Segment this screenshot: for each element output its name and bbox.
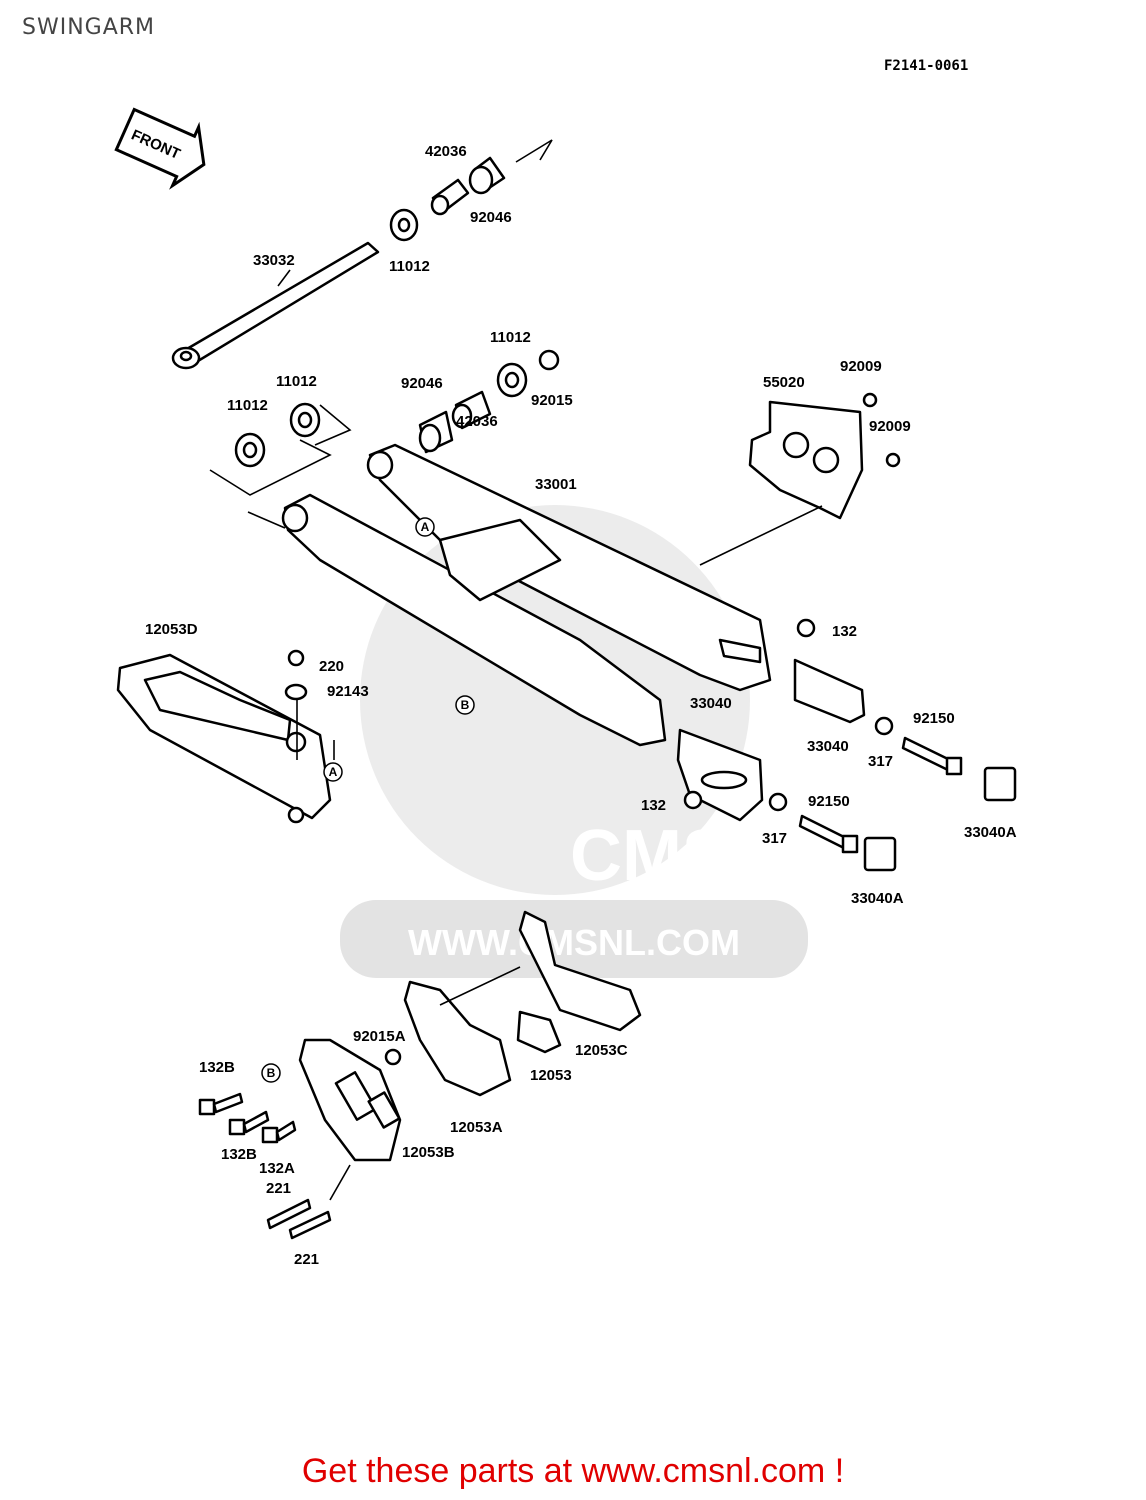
part-label: 132B bbox=[221, 1146, 257, 1163]
part-label: 92150 bbox=[913, 710, 955, 727]
part-label: 92009 bbox=[869, 418, 911, 435]
reference-mark: A bbox=[421, 520, 430, 534]
part-label: 92015 bbox=[531, 392, 573, 409]
part-label: 33040 bbox=[807, 738, 849, 755]
adjuster-bolt-part bbox=[284, 618, 963, 854]
part-label: 11012 bbox=[276, 373, 317, 390]
part-label: 317 bbox=[868, 753, 893, 770]
part-label: 42036 bbox=[425, 143, 467, 160]
part-label: 11012 bbox=[490, 329, 531, 346]
part-label: 132A bbox=[259, 1160, 295, 1177]
chain-guard-plate bbox=[748, 392, 901, 520]
part-label: 92046 bbox=[470, 209, 512, 226]
reference-mark: A bbox=[329, 765, 338, 779]
part-label: 33040 bbox=[690, 695, 732, 712]
reference-marks bbox=[261, 517, 475, 1083]
figure-code: F2141-0061 bbox=[884, 58, 969, 74]
part-labels: 42036 92046 11012 33032 11012 92015 9204… bbox=[145, 143, 1017, 1268]
swingarm-parts-diagram: CMS WWW.CMSNL.COM FRONT bbox=[114, 107, 1017, 1268]
part-label: 317 bbox=[762, 830, 787, 847]
part-label: 92015A bbox=[353, 1028, 406, 1045]
part-label: 221 bbox=[294, 1251, 319, 1268]
part-label: 12053A bbox=[450, 1119, 503, 1136]
page-title: SWINGARM bbox=[22, 15, 156, 40]
part-label: 132B bbox=[199, 1059, 235, 1076]
chain-guide-assembly bbox=[298, 910, 642, 1162]
swingarm-body bbox=[281, 443, 772, 747]
part-label: 33001 bbox=[535, 476, 577, 493]
part-label: 42036 bbox=[456, 413, 498, 430]
part-label: 33032 bbox=[253, 252, 295, 269]
guide-bolt-set bbox=[198, 1092, 332, 1240]
leader-lines bbox=[209, 139, 823, 1201]
chain-slider-part bbox=[116, 653, 332, 824]
part-label: 12053B bbox=[402, 1144, 455, 1161]
part-label: 55020 bbox=[763, 374, 805, 391]
watermark-url: WWW.CMSNL.COM bbox=[408, 922, 740, 963]
part-label: 12053 bbox=[530, 1067, 572, 1084]
part-label: 220 bbox=[319, 658, 344, 675]
part-label: 132 bbox=[641, 797, 666, 814]
part-label: 92150 bbox=[808, 793, 850, 810]
part-label: 11012 bbox=[227, 397, 268, 414]
pivot-shaft-part bbox=[171, 241, 380, 370]
part-label: 12053D bbox=[145, 621, 198, 638]
reference-mark: B bbox=[267, 1066, 276, 1080]
cmsnl-banner-link[interactable]: Get these parts at www.cmsnl.com ! bbox=[301, 1452, 845, 1490]
part-label: 12053C bbox=[575, 1042, 628, 1059]
watermark-brand: CMS bbox=[570, 816, 730, 896]
part-label: 92046 bbox=[401, 375, 443, 392]
pivot-bushing-set bbox=[234, 349, 560, 468]
part-label: 11012 bbox=[389, 258, 430, 275]
part-label: 33040A bbox=[851, 890, 904, 907]
front-arrow-icon: FRONT bbox=[114, 107, 206, 190]
reference-mark: B bbox=[461, 698, 470, 712]
part-label: 92143 bbox=[327, 683, 369, 700]
part-label: 221 bbox=[266, 1180, 291, 1197]
part-label: 33040A bbox=[964, 824, 1017, 841]
pivot-bearing-part bbox=[389, 156, 506, 242]
part-label: 92009 bbox=[840, 358, 882, 375]
part-label: 132 bbox=[832, 623, 857, 640]
